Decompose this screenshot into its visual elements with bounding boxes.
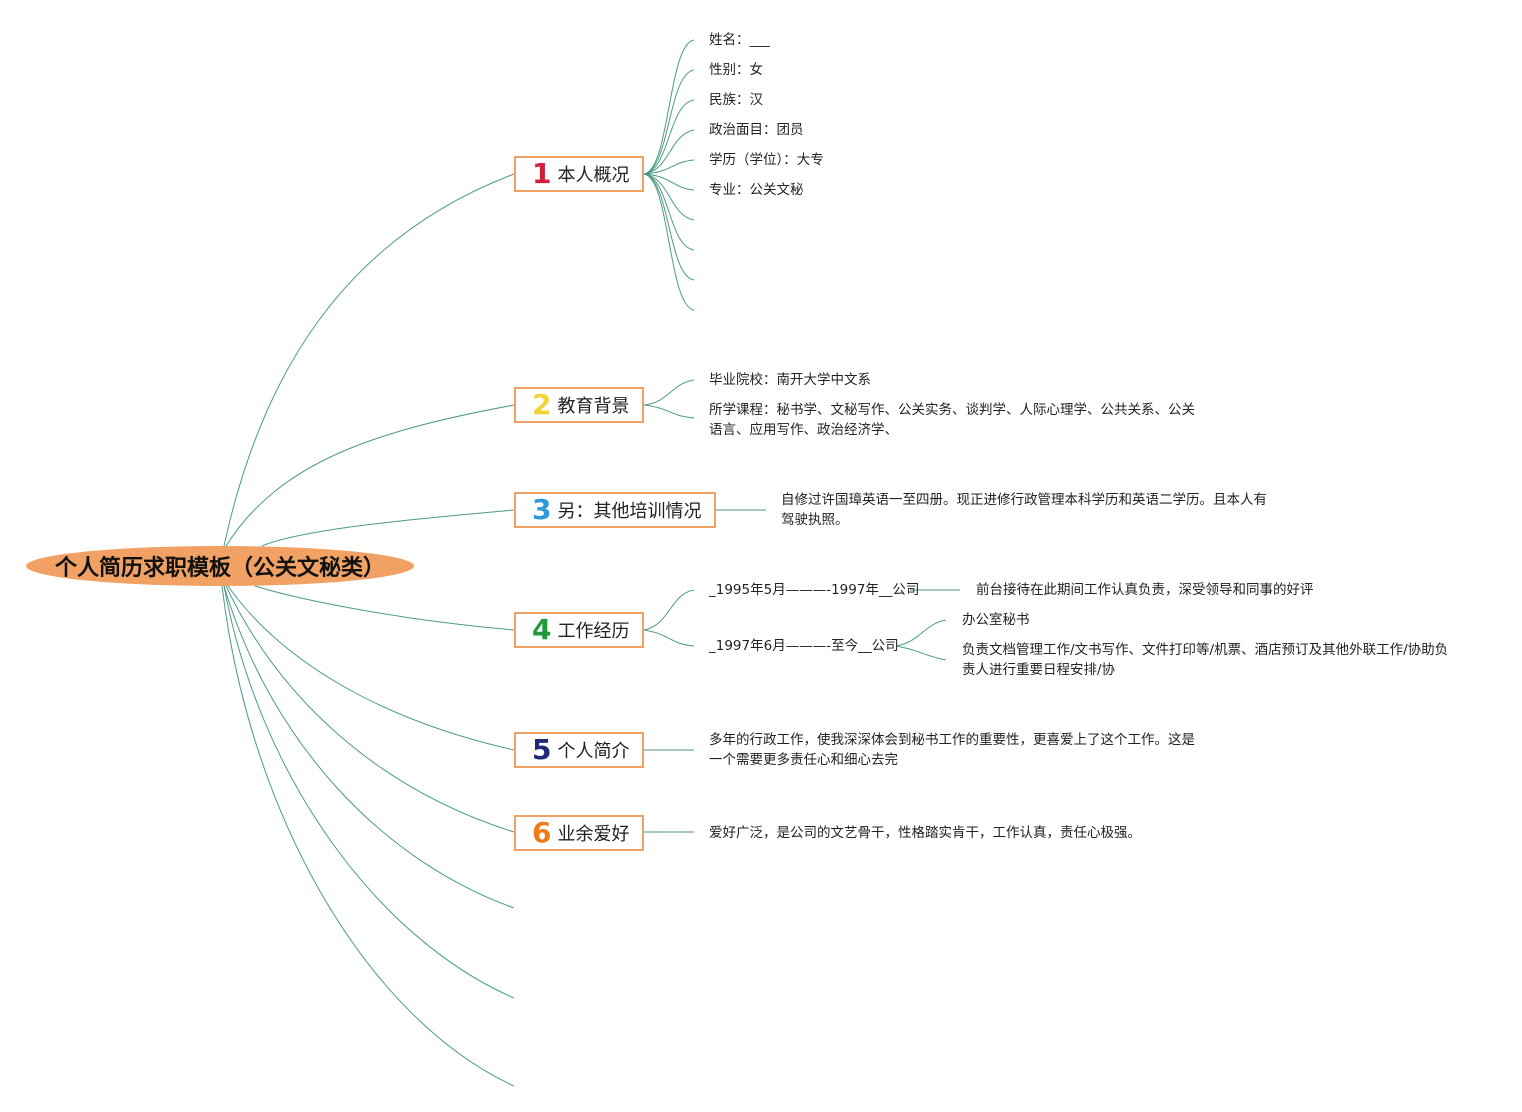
connector-root-empty2 bbox=[223, 585, 515, 999]
topic-label: 业余爱好 bbox=[557, 824, 630, 845]
leaf-job1-period[interactable]: _1995年5月———-1997年__公司 bbox=[709, 582, 920, 598]
leaf-job2-duties[interactable]: 负责文档管理工作/文书写作、文件打印等/机票、酒店预订及其他外联工作/协助负责人… bbox=[962, 642, 1449, 678]
topic-label: 工作经历 bbox=[557, 621, 630, 642]
leaf-job2-period[interactable]: _1997年6月———-至今__公司 bbox=[709, 638, 899, 654]
connector-root-empty3 bbox=[221, 585, 515, 1087]
topic-education[interactable]: 2 教育背景 bbox=[514, 387, 644, 423]
topic-number: 2 bbox=[532, 388, 552, 421]
topic-personal-intro[interactable]: 5 个人简介 bbox=[514, 732, 644, 768]
leaf-ethnicity[interactable]: 民族：汉 bbox=[709, 92, 763, 108]
leaf-name[interactable]: 姓名：___ bbox=[709, 32, 770, 48]
topic-number: 3 bbox=[532, 493, 552, 526]
leaf-job1-detail[interactable]: 前台接待在此期间工作认真负责，深受领导和同事的好评 bbox=[976, 582, 1314, 598]
leaf-gender[interactable]: 性别：女 bbox=[709, 62, 763, 78]
connector-root-empty1 bbox=[223, 585, 515, 909]
connector-root-topic3 bbox=[261, 509, 515, 547]
leaf-education-degree[interactable]: 学历（学位）：大专 bbox=[709, 152, 824, 168]
leaf-school[interactable]: 毕业院校：南开大学中文系 bbox=[709, 372, 871, 388]
topic-other-training[interactable]: 3 另：其他培训情况 bbox=[514, 492, 716, 528]
topic-label: 个人简介 bbox=[557, 741, 630, 762]
leaf-intro[interactable]: 多年的行政工作，使我深深体会到秘书工作的重要性，更喜爱上了这个工作。这是一个需要… bbox=[709, 732, 1195, 768]
topic-hobbies[interactable]: 6 业余爱好 bbox=[514, 815, 644, 851]
topic-number: 6 bbox=[532, 816, 552, 849]
leaf-political-status[interactable]: 政治面目：团员 bbox=[709, 122, 804, 138]
connector-root-topic2 bbox=[225, 404, 515, 547]
topic-work-experience[interactable]: 4 工作经历 bbox=[514, 612, 644, 648]
topic-label: 本人概况 bbox=[557, 165, 630, 186]
topic-label: 教育背景 bbox=[557, 396, 630, 417]
leaf-major[interactable]: 专业：公关文秘 bbox=[709, 182, 804, 198]
connector-root-topic6 bbox=[225, 585, 515, 833]
topic-number: 5 bbox=[532, 733, 552, 766]
topic-number: 4 bbox=[532, 613, 552, 646]
topic-personal-overview[interactable]: 1 本人概况 bbox=[514, 156, 644, 192]
connector-root-topic1 bbox=[223, 173, 515, 547]
leaf-training[interactable]: 自修过许国璋英语一至四册。现正进修行政管理本科学历和英语二学历。且本人有驾驶执照… bbox=[781, 492, 1267, 528]
topic-number: 1 bbox=[532, 157, 552, 190]
leaf-job2-title[interactable]: 办公室秘书 bbox=[962, 612, 1030, 628]
root-topic[interactable]: 个人简历求职模板（公关文秘类） bbox=[26, 546, 414, 586]
topic-label: 另：其他培训情况 bbox=[557, 501, 702, 522]
connector-root-topic5 bbox=[227, 585, 515, 751]
connector-root-topic4 bbox=[254, 585, 515, 631]
root-title: 个人简历求职模板（公关文秘类） bbox=[54, 556, 385, 581]
leaf-courses[interactable]: 所学课程：秘书学、文秘写作、公关实务、谈判学、人际心理学、公共关系、公关语言、应… bbox=[709, 402, 1195, 438]
leaf-hobbies[interactable]: 爱好广泛，是公司的文艺骨干，性格踏实肯干，工作认真，责任心极强。 bbox=[709, 825, 1141, 841]
